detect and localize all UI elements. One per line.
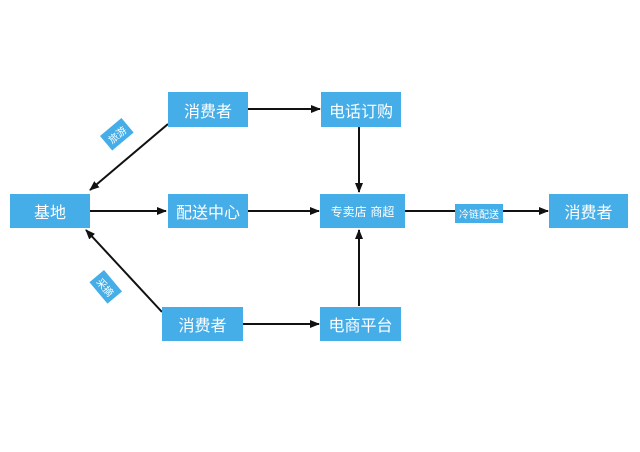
node-consumer-right: 消费者 [549, 194, 628, 228]
arrow-consumer-to-base [89, 123, 169, 191]
arrow-consumer-to-base-bottom [85, 229, 163, 313]
edge-label-cold-chain: 冷链配送 [455, 204, 503, 223]
node-ecommerce: 电商平台 [320, 307, 401, 341]
node-consumer-bottom: 消费者 [162, 307, 243, 341]
node-distribution-center: 配送中心 [168, 194, 248, 228]
node-consumer-top: 消费者 [168, 92, 248, 127]
node-base: 基地 [10, 194, 90, 228]
node-store: 专卖店 商超 [320, 194, 405, 228]
node-phone-order: 电话订购 [321, 92, 401, 127]
